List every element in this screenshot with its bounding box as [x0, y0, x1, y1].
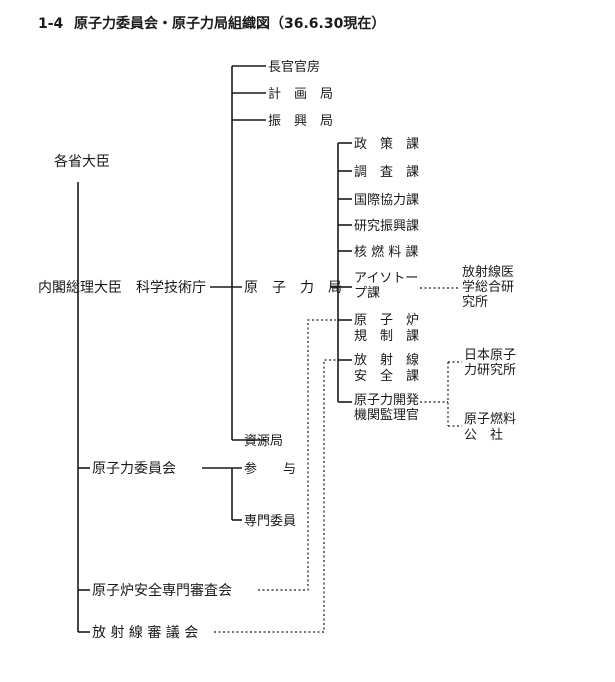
node-isotope-line2: プ課 [354, 285, 380, 301]
node-kaihatsu-kansa-line2: 機関監理官 [354, 407, 419, 423]
node-kokusai: 国際協力課 [354, 192, 419, 208]
node-anzen-shinsa: 原子炉安全専門審査会 [92, 582, 232, 599]
node-nihon-genshiryoku-line1: 日本原子 [464, 348, 516, 363]
node-kenkyu: 研究振興課 [354, 218, 419, 234]
dotted-anzen-shinsa-to-kisei [258, 319, 336, 591]
node-hoshasen-igaku-line2: 学総合研 [462, 279, 514, 295]
node-iinkai: 原子力委員会 [92, 461, 176, 477]
node-hoshasen-igaku-line3: 究所 [462, 295, 488, 310]
node-kaihatsu-kansa-line1: 原子力開発 [354, 393, 419, 408]
dotted-connectors [214, 287, 462, 633]
node-kagaku-gijutsu: 科学技術庁 [136, 280, 206, 296]
node-genshiro-kisei-line2: 規 制 課 [354, 328, 419, 344]
node-hoshasen-igaku-line1: 放射線医 [462, 264, 514, 280]
node-nihon-genshiryoku-line2: 力研究所 [464, 363, 516, 378]
node-senmon-iin: 専門委員 [244, 514, 296, 529]
node-shinko: 振 興 局 [268, 114, 333, 129]
node-genshi-nenryo-line1: 原子燃料 [464, 411, 516, 427]
node-chokan-kanbo: 長官官房 [268, 59, 320, 75]
node-hoshasen-anzen-line1: 放 射 線 [354, 352, 419, 368]
node-hoshasen-shingi: 放 射 線 審 議 会 [92, 624, 198, 641]
node-sanyo: 参 与 [244, 461, 296, 477]
dotted-shingi-to-hoshasen-anzen [214, 359, 336, 633]
chart-number: 1-4 [38, 16, 64, 32]
node-kakusho-daijin: 各省大臣 [54, 154, 110, 170]
node-chosa: 調 査 課 [354, 164, 419, 180]
node-naikaku-sori: 内閣総理大臣 [38, 280, 122, 296]
node-kaku-nenryo: 核 燃 料 課 [354, 244, 418, 260]
node-seisaku: 政 策 課 [354, 136, 419, 152]
node-keikaku: 計 画 局 [268, 86, 333, 102]
node-genshi-nenryo-line2: 公 社 [464, 427, 503, 443]
node-shigen: 資源局 [244, 434, 283, 449]
node-genshiro-kisei-line1: 原 子 炉 [354, 313, 419, 328]
chart-title: 原子力委員会・原子力局組織図（36.6.30現在） [74, 15, 385, 32]
node-isotope-line1: アイソトー [354, 271, 418, 286]
node-genshiryoku-kyoku: 原 子 力 局 [244, 280, 342, 296]
solid-connectors [77, 65, 352, 633]
node-hoshasen-anzen-line2: 安 全 課 [354, 368, 419, 384]
